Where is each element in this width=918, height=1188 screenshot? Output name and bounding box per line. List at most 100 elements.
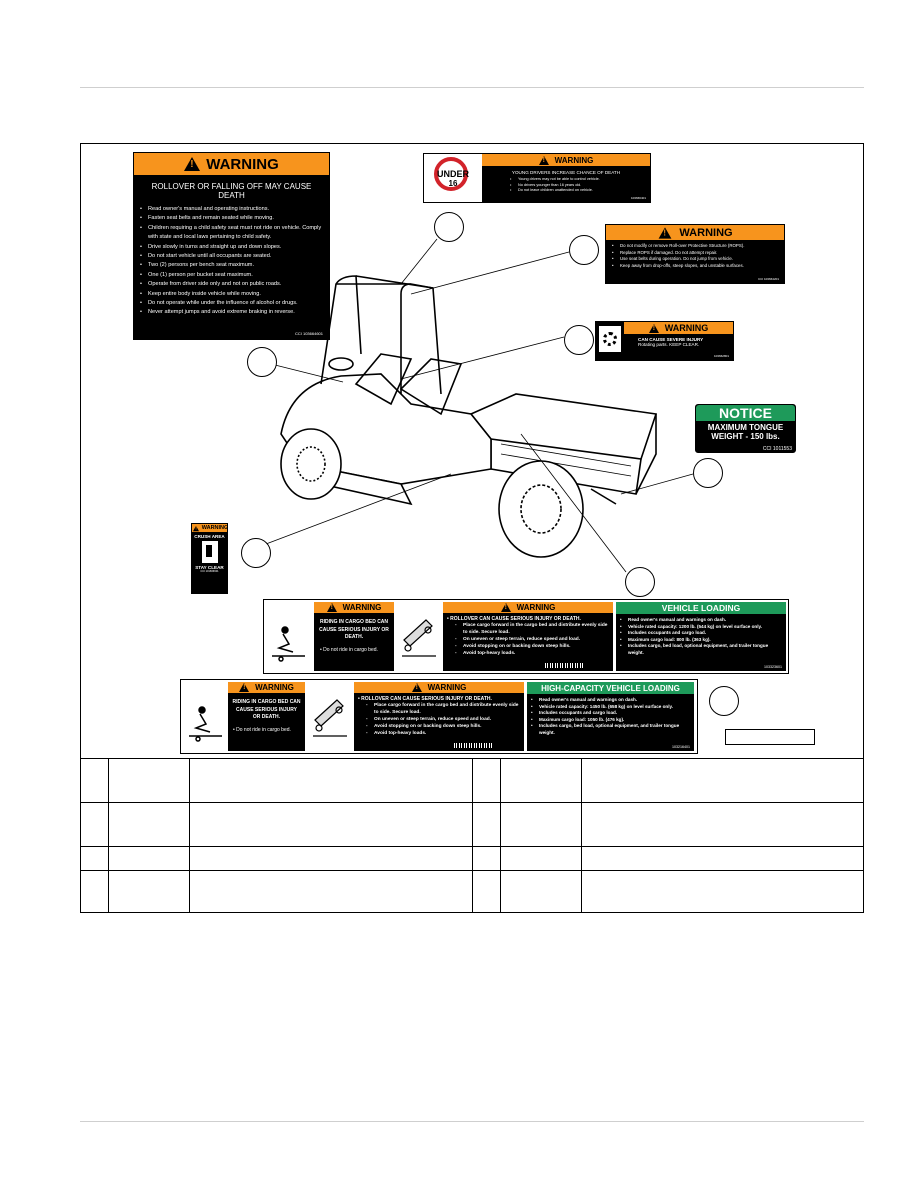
list-item: Read owner's manual and operating instru… [140,205,323,215]
list-item: Includes cargo, bed load, optional equip… [620,643,782,656]
vehicle-loading-panel: VEHICLE LOADING Read owner's manual and … [616,602,786,671]
list-item: Do not start vehicle until all occupants… [140,252,323,262]
label-line: MAXIMUM TONGUE [707,423,784,432]
table-row [80,870,864,913]
list-item: Keep entire body inside vehicle while mo… [140,290,323,300]
under16-number: 16 [448,179,458,188]
table-row [80,802,864,847]
panel-item-list: Place cargo forward in the cargo bed and… [354,702,524,737]
list-item: Includes occupants and cargo load. [531,710,690,717]
label-part-number: CCI 103664201 [757,277,779,281]
list-item: Two (2) persons per bench seat maximum. [140,261,323,271]
label-part-number: CCI 103664601 [294,331,323,336]
panel-text: RIDING IN CARGO BED CAN CAUSE SERIOUS IN… [319,619,389,640]
panel-item-list: Place cargo forward in the cargo bed and… [443,622,613,657]
under16-text: UNDER [436,169,469,179]
panel-item: • Do not ride in cargo bed. [233,726,291,733]
label-title: ROLLOVER OR FALLING OFF MAY CAUSE DEATH [151,182,312,200]
callout-circle [434,212,464,242]
panel-part-number: 103216401 [672,745,690,749]
label-header: WARNING [206,155,279,173]
barcode-icon [454,743,494,748]
list-item: On uneven or steep terrain, reduce speed… [358,716,520,723]
list-item: No drivers younger than 16 years old. [510,183,650,189]
label-title: YOUNG DRIVERS INCREASE CHANCE OF DEATH [511,170,621,175]
riding-warning-panel: WARNING RIDING IN CARGO BED CAN CAUSE SE… [228,682,305,751]
warning-triangle-icon [659,226,672,239]
label-part-number: 103662801 [713,354,729,358]
cargo-label-strip-2: WARNING RIDING IN CARGO BED CAN CAUSE SE… [180,679,698,754]
panel-text: RIDING IN CARGO BED CAN CAUSE SERIOUS IN… [232,699,301,720]
label-top: CRUSH AREA [194,534,225,539]
list-item: Replace ROPS if damaged. Do not attempt … [612,250,778,257]
warning-label-rotating: WARNING CAN CAUSE SEVERE INJURY Rotating… [595,321,734,361]
list-item: Avoid stopping on or backing down steep … [358,723,520,730]
list-item: Maximum cargo load: 1050 lb. (476 kg). [531,717,690,724]
rotating-parts-icon [599,326,621,352]
callout-leaders [265,238,694,573]
warning-triangle-icon [184,157,201,171]
warning-label-rops: WARNING Do not modify or remove Roll-ove… [605,224,785,284]
list-item: Do not modify or remove Roll-over Protec… [612,243,778,250]
label-item-list: Do not modify or remove Roll-over Protec… [606,240,784,269]
crush-hand-icon [201,541,218,563]
list-item: Includes occupants and cargo load. [620,630,782,637]
list-item: Place cargo forward in the cargo bed and… [358,702,520,716]
utility-vehicle-illustration [280,275,658,558]
warning-label-under16: UNDER 16 WARNING YOUNG DRIVERS INCREASE … [423,153,651,203]
decal-figure: WARNING ROLLOVER OR FALLING OFF MAY CAUS… [80,143,864,913]
list-item: Do not leave children unattended on vehi… [510,188,650,194]
top-rule [80,87,864,88]
no-symbol-icon [434,157,468,191]
table-row [80,758,864,803]
callout-circle [693,458,723,488]
warning-triangle-icon [326,603,337,612]
callout-circle [625,567,655,597]
warning-triangle-icon [192,525,199,531]
panel-item-list: Read owner's manual and warnings on dash… [616,614,786,657]
list-item: Maximum cargo load: 800 lb. (363 kg). [620,637,782,644]
label-line: Rotating parts. KEEP CLEAR. [638,342,700,347]
warning-triangle-icon [538,155,549,165]
barcode-icon [545,663,585,668]
decal-reference-table [80,758,864,913]
warning-label-crush: WARNING CRUSH AREA STAY CLEAR CCI 101666… [191,523,228,594]
list-item: Read owner's manual and warnings on dash… [531,697,690,704]
warning-triangle-icon [411,683,422,692]
list-item: Place cargo forward in the cargo bed and… [447,622,609,636]
label-line: CAN CAUSE SEVERE INJURY [638,337,704,342]
warning-triangle-icon [648,323,659,333]
warning-triangle-icon [239,683,250,692]
callout-circle [247,347,277,377]
list-item: Children requiring a child safety seat m… [140,224,323,243]
tipping-vehicle-pictogram [398,610,440,668]
list-item: Vehicle rated capacity: 1450 lb. (658 kg… [531,704,690,711]
list-item: One (1) person per bucket seat maximum. [140,271,323,281]
list-item: Do not operate while under the influence… [140,299,323,309]
notice-label-tongue-weight: NOTICE MAXIMUM TONGUE WEIGHT - 150 lbs. … [695,404,796,453]
callout-circle [241,538,271,568]
list-item: Operate from driver side only and not on… [140,280,323,290]
label-item-list: Read owner's manual and operating instru… [134,205,329,318]
list-item: Use seat belts during operation. Do not … [612,256,778,263]
panel-title: • ROLLOVER CAN CAUSE SERIOUS INJURY OR D… [447,616,581,622]
list-item: Includes cargo, bed load, optional equip… [531,723,690,736]
panel-title: • ROLLOVER CAN CAUSE SERIOUS INJURY OR D… [358,696,492,702]
label-header: WARNING [664,323,709,333]
list-item: On uneven or steep terrain, reduce speed… [447,636,609,643]
panel-part-number: 103323601 [764,665,782,669]
label-part-number: 103666401 [630,196,646,200]
panel-item-list: Read owner's manual and warnings on dash… [527,694,694,737]
label-part-number: CCI 1011553 [762,446,792,452]
label-part-number: CCI 101666601 [200,570,219,573]
label-line: WEIGHT - 150 lbs. [711,432,780,441]
under16-badge: UNDER 16 [424,154,482,202]
riding-cargo-pictogram [184,688,226,748]
label-header: WARNING [554,155,594,165]
rollover-warning-panel: WARNING • ROLLOVER CAN CAUSE SERIOUS INJ… [354,682,524,751]
high-capacity-loading-panel: HIGH-CAPACITY VEHICLE LOADING Read owner… [527,682,694,751]
panel-item: • Do not ride in cargo bed. [320,646,378,653]
list-item: Drive slowly in turns and straight up an… [140,243,323,253]
label-header: WARNING [192,524,228,532]
list-item: Young drivers may not be able to control… [510,177,650,183]
